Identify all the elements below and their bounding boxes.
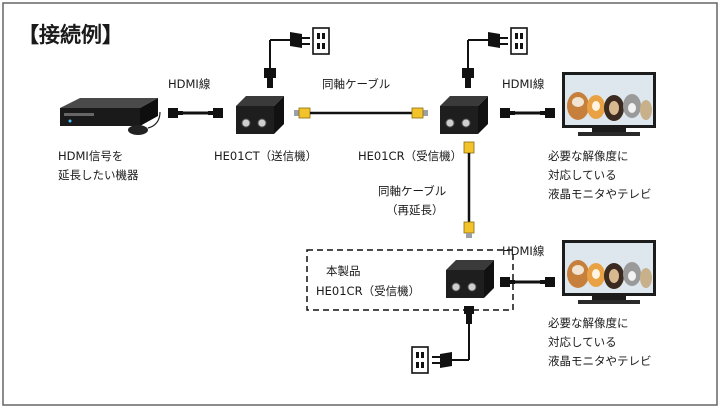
coax-cable-top bbox=[293, 107, 429, 119]
tv-with-pets-icon bbox=[562, 72, 656, 136]
this-product-label-line1: 本製品 bbox=[326, 264, 361, 278]
tv2-label-line1: 必要な解像度に bbox=[548, 316, 629, 330]
outer-frame bbox=[2, 2, 718, 406]
ac-adapter-receiver bbox=[462, 27, 528, 88]
coax-cable-label-mid: 同軸ケーブル bbox=[378, 184, 446, 198]
source-label-line1: HDMI信号を bbox=[58, 149, 123, 163]
hdmi-cable-label-3: HDMI線 bbox=[502, 244, 545, 258]
ac-adapter-transmitter bbox=[264, 27, 330, 88]
diagram-title: 【接続例】 bbox=[18, 23, 123, 47]
tv1-label-line3: 液晶モニタやテレビ bbox=[548, 187, 652, 201]
coax-cable-label-mid-note: （再延長） bbox=[386, 203, 444, 217]
receiver-box-icon bbox=[445, 259, 495, 299]
wall-outlet-icon bbox=[510, 27, 528, 55]
source-label-line2: 延長したい機器 bbox=[58, 168, 139, 182]
ac-adapter-this-product bbox=[411, 306, 474, 374]
hdmi-plug-icon bbox=[166, 106, 225, 120]
hdmi-plug-icon bbox=[498, 106, 557, 120]
transmitter-label: HE01CT（送信機） bbox=[214, 149, 317, 163]
dvr-recorder-icon bbox=[60, 98, 158, 126]
receiver-label: HE01CR（受信機） bbox=[358, 149, 462, 163]
receiver-box-icon bbox=[439, 95, 489, 135]
coax-cable-label-top: 同軸ケーブル bbox=[322, 77, 390, 91]
hdmi-cable-label-2: HDMI線 bbox=[502, 77, 545, 91]
transmitter-box-icon bbox=[235, 95, 285, 135]
tv2-label-line3: 液晶モニタやテレビ bbox=[548, 354, 652, 368]
tv1-label-line1: 必要な解像度に bbox=[548, 149, 629, 163]
hdmi-cable-label-1: HDMI線 bbox=[168, 77, 211, 91]
hdmi-plug-icon bbox=[498, 275, 557, 289]
this-product-label-line2: HE01CR（受信機） bbox=[316, 284, 420, 298]
wall-outlet-icon bbox=[312, 27, 330, 55]
mouse-icon bbox=[128, 111, 161, 135]
tv1-label-line2: 対応している bbox=[548, 168, 617, 182]
tv2-label-line2: 対応している bbox=[548, 335, 617, 349]
tv-with-pets-icon bbox=[562, 240, 656, 304]
wall-outlet-icon bbox=[411, 346, 429, 374]
coax-cable-vertical bbox=[463, 141, 475, 238]
